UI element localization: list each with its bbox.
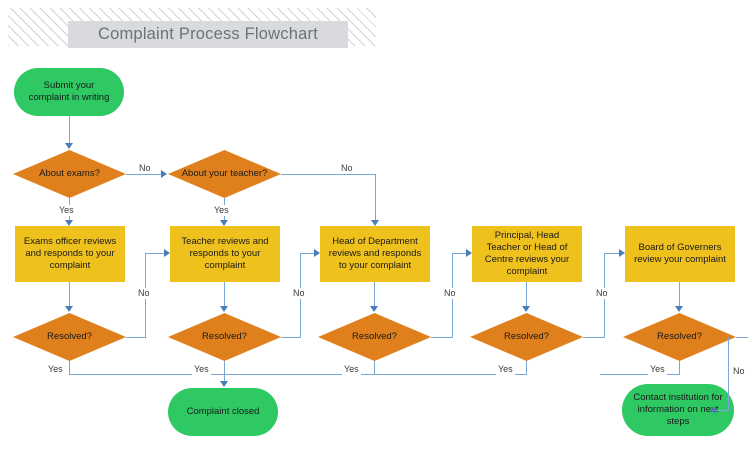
edge-label-teacher-yes: Yes — [212, 205, 231, 216]
node-process-exams-officer[interactable]: Exams officer reviews and responds to yo… — [15, 226, 125, 282]
edge-p3-to-r3 — [374, 282, 375, 307]
node-label: Resolved? — [504, 331, 549, 342]
arrowhead — [466, 249, 472, 257]
edge-r3-yes-v — [374, 361, 375, 375]
arrowhead — [220, 381, 228, 387]
node-decision-resolved-4[interactable]: Resolved? — [470, 313, 583, 361]
edge-p4-to-r4 — [526, 282, 527, 307]
node-decision-about-exams[interactable]: About exams? — [13, 150, 126, 198]
node-label: About your teacher? — [181, 168, 268, 179]
node-process-board-of-governors[interactable]: Board of Governers review your complaint — [625, 226, 735, 282]
edge-r2-no-h1 — [281, 337, 301, 338]
edge-label-exams-yes: Yes — [57, 205, 76, 216]
edge-teacher-no-v — [375, 174, 376, 221]
edge-p1-to-r1 — [69, 282, 70, 307]
title-inner-plate — [68, 21, 348, 48]
edge-r2-yes-v — [224, 361, 225, 383]
edge-label-r2-no: No — [291, 288, 307, 299]
edge-r5-no-h1 — [736, 337, 748, 338]
node-label: About exams? — [39, 168, 100, 179]
node-decision-resolved-2[interactable]: Resolved? — [168, 313, 281, 361]
arrowhead — [710, 406, 716, 414]
arrowhead — [314, 249, 320, 257]
edge-label-r3-no: No — [442, 288, 458, 299]
arrowhead — [164, 249, 170, 257]
arrowhead — [65, 220, 73, 226]
arrowhead — [220, 220, 228, 226]
edge-p5-to-r5 — [679, 282, 680, 307]
edge-label-r2-yes: Yes — [192, 364, 211, 375]
edge-label-r1-yes: Yes — [46, 364, 65, 375]
arrowhead — [65, 306, 73, 312]
node-end-complaint-closed[interactable]: Complaint closed — [168, 388, 278, 436]
arrowhead — [370, 306, 378, 312]
node-decision-resolved-1[interactable]: Resolved? — [13, 313, 126, 361]
edge-r1-yes-v — [69, 361, 70, 375]
arrowhead — [619, 249, 625, 257]
node-label: Resolved? — [202, 331, 247, 342]
edge-r4-yes-v — [526, 361, 527, 375]
arrowhead — [522, 306, 530, 312]
page-title: Complaint Process Flowchart — [98, 24, 318, 43]
edge-teacher-no-h — [281, 174, 376, 175]
edge-label-r5-no: No — [731, 366, 747, 377]
edge-label-exams-no: No — [137, 163, 153, 174]
edge-label-r4-yes: Yes — [496, 364, 515, 375]
edge-exams-no — [126, 174, 162, 175]
edge-r3-no-h1 — [431, 337, 453, 338]
arrowhead — [675, 306, 683, 312]
arrowhead — [220, 306, 228, 312]
node-start[interactable]: Submit your complaint in writing — [14, 68, 124, 116]
edge-r4-no-h2 — [604, 253, 620, 254]
edge-yes-merge-bus — [69, 374, 527, 375]
edge-r1-no-h2 — [145, 253, 165, 254]
node-decision-about-teacher[interactable]: About your teacher? — [168, 150, 281, 198]
node-process-teacher[interactable]: Teacher reviews and responds to your com… — [170, 226, 280, 282]
edge-label-r4-no: No — [594, 288, 610, 299]
edge-label-teacher-no: No — [339, 163, 355, 174]
arrowhead — [371, 220, 379, 226]
node-label: Resolved? — [657, 331, 702, 342]
edge-p2-to-r2 — [224, 282, 225, 307]
edge-r4-no-h1 — [583, 337, 605, 338]
edge-label-r1-no: No — [136, 288, 152, 299]
arrowhead — [65, 143, 73, 149]
edge-r5-yes-h — [600, 374, 680, 375]
node-decision-resolved-3[interactable]: Resolved? — [318, 313, 431, 361]
edge-r3-no-h2 — [452, 253, 467, 254]
edge-r1-no-h1 — [126, 337, 146, 338]
node-decision-resolved-5[interactable]: Resolved? — [623, 313, 736, 361]
edge-r2-no-h2 — [300, 253, 315, 254]
edge-r5-yes-v — [679, 361, 680, 375]
node-label: Resolved? — [352, 331, 397, 342]
edge-label-r5-yes: Yes — [648, 364, 667, 375]
arrowhead — [161, 170, 167, 178]
edge-r5-no-h2 — [714, 410, 729, 411]
edge-label-r3-yes: Yes — [342, 364, 361, 375]
edge-r5-no-v — [728, 337, 729, 410]
node-process-principal[interactable]: Principal, Head Teacher or Head of Centr… — [472, 226, 582, 282]
node-label: Resolved? — [47, 331, 92, 342]
edge-start-to-exams — [69, 116, 70, 144]
node-process-head-of-department[interactable]: Head of Department reviews and responds … — [320, 226, 430, 282]
title-band: Complaint Process Flowchart — [8, 8, 376, 48]
